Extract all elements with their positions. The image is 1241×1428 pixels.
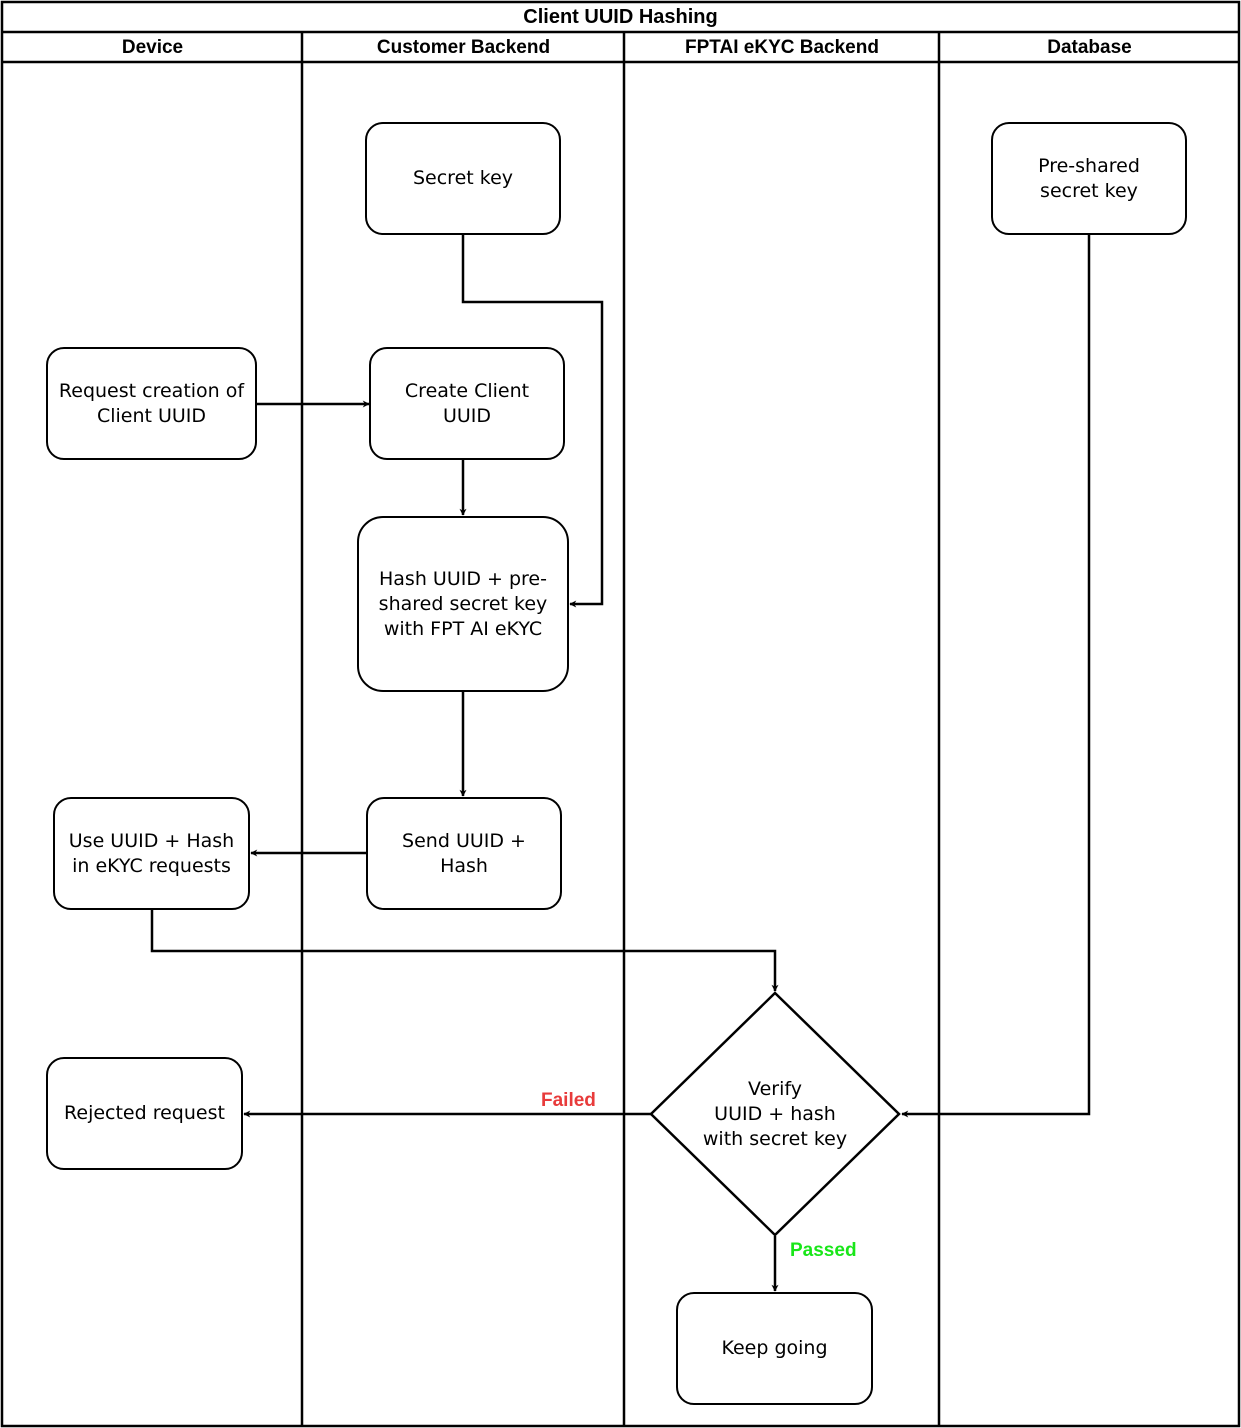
node-pre-shared-secret-key: Pre-shared secret key xyxy=(991,122,1187,235)
node-request-creation: Request creation of Client UUID xyxy=(46,347,257,460)
diagram-title: Client UUID Hashing xyxy=(523,5,718,28)
edge-label-failed: Failed xyxy=(541,1090,596,1111)
node-send-uuid-hash: Send UUID + Hash xyxy=(366,797,562,910)
lane-header-database: Database xyxy=(1047,36,1132,58)
lane-header-customer-backend: Customer Backend xyxy=(376,36,551,58)
node-secret-key: Secret key xyxy=(365,122,561,235)
node-rejected-request: Rejected request xyxy=(46,1057,243,1170)
edge-preshared-to-verify xyxy=(901,235,1091,1118)
verify-decision-diamond xyxy=(649,991,901,1237)
node-create-client-uuid: Create Client UUID xyxy=(369,347,565,460)
node-keep-going: Keep going xyxy=(676,1292,873,1405)
edge-label-passed: Passed xyxy=(790,1240,857,1261)
edge-secret-key-to-hash xyxy=(461,235,604,608)
lane-header-fptai-ekyc-backend: FPTAI eKYC Backend xyxy=(685,36,879,58)
lane-header-device: Device xyxy=(121,36,184,58)
node-use-uuid-hash: Use UUID + Hash in eKYC requests xyxy=(53,797,250,910)
node-hash-uuid: Hash UUID + pre- shared secret key with … xyxy=(357,516,569,692)
node-verify-label: Verify UUID + hash with secret key xyxy=(702,1077,848,1150)
edge-use-to-verify xyxy=(150,910,779,992)
